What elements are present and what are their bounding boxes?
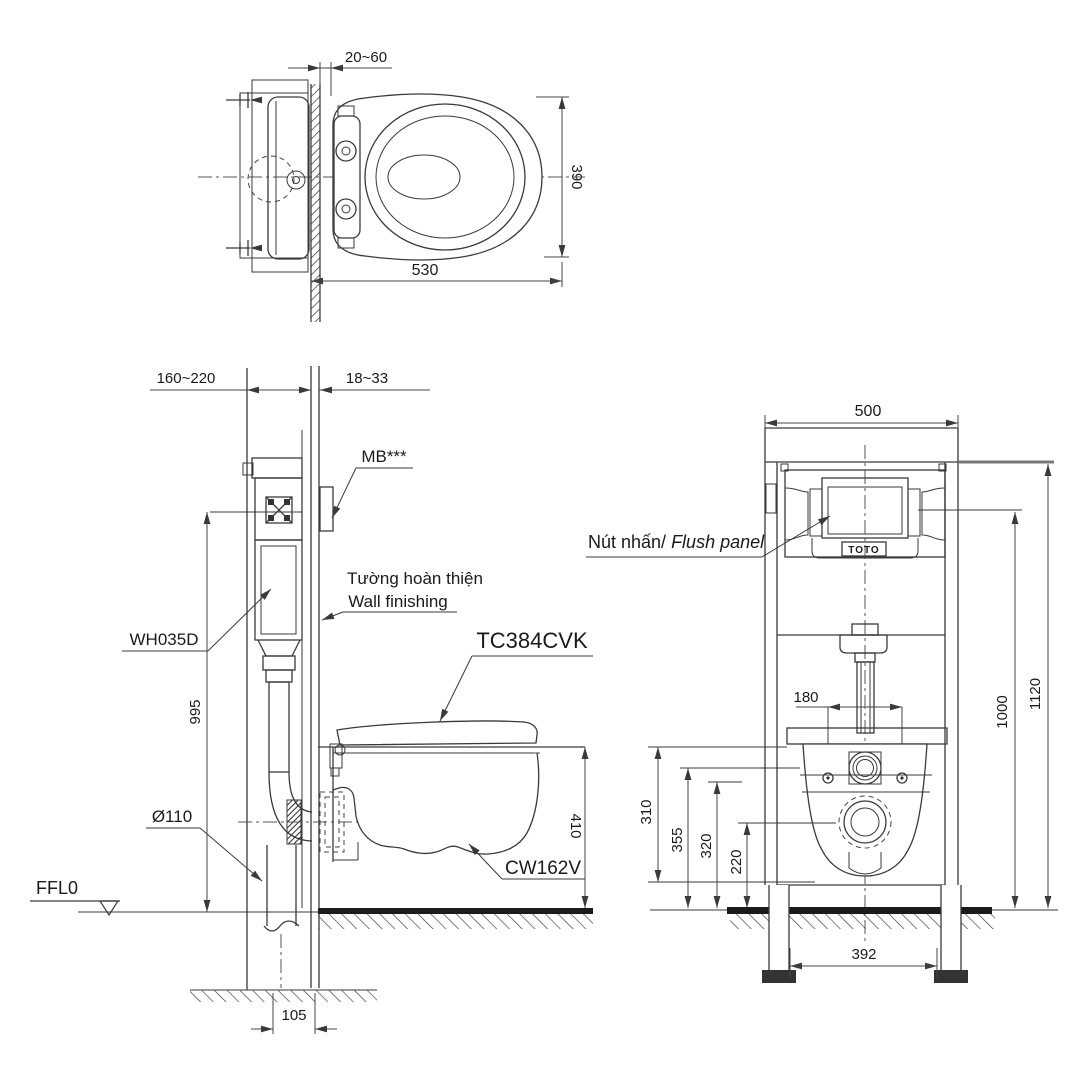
svg-text:TC384CVK: TC384CVK: [476, 628, 588, 653]
svg-text:1120: 1120: [1027, 678, 1044, 710]
seat-hinge-bolt-icon: [335, 140, 357, 162]
dim-top-seat-depth: 530: [310, 262, 563, 322]
svg-text:392: 392: [851, 946, 876, 963]
flush-pipe-inlet-icon: [848, 751, 882, 785]
dim-top-wall-gap: 20~60: [288, 49, 392, 96]
floor-side-view: [318, 908, 593, 929]
seat-hinge-bolt-icon: [335, 198, 357, 220]
frame-foot: [762, 970, 796, 983]
dim-front-frame-width: 500: [764, 403, 959, 428]
svg-text:310: 310: [638, 799, 655, 824]
dim-top-seat-width: 390: [536, 96, 585, 258]
label-cistern-model: WH035D: [122, 588, 272, 652]
mounting-box: [319, 486, 334, 532]
dim-front-panel-height: 1000: [918, 509, 1022, 908]
svg-text:1000: 1000: [994, 695, 1011, 728]
svg-text:530: 530: [412, 262, 439, 279]
svg-text:FFL0: FFL0: [36, 878, 78, 898]
svg-text:Ø110: Ø110: [152, 807, 192, 826]
fixing-bolt-icon: [822, 772, 834, 784]
top-view: 20~60 390 530: [198, 49, 585, 322]
anchor-bolt-icon: [226, 92, 262, 108]
level-marker-icon: [98, 900, 120, 917]
anchor-bolt-icon: [226, 240, 262, 256]
dim-side-frame-depth: 160~220: [150, 370, 311, 394]
svg-text:160~220: 160~220: [157, 370, 216, 387]
svg-text:320: 320: [698, 833, 715, 858]
drain-outlet-icon: [838, 795, 892, 849]
front-view: TOTO Nút nhấn/ Flush panel 500: [586, 403, 1058, 983]
svg-text:Nút nhấn/ Flush panel: Nút nhấn/ Flush panel: [588, 532, 765, 552]
dim-front-outlet-height: 220: [728, 822, 836, 908]
lower-slab: [190, 989, 377, 1002]
floor-front-view: [650, 907, 1058, 929]
dim-front-leg-spacing: 392: [789, 946, 938, 978]
dim-side-finish-thickness: 18~33: [319, 370, 430, 394]
dim-side-inlet-height: 995: [187, 511, 302, 912]
svg-text:WH035D: WH035D: [130, 630, 199, 649]
wall-section-top-view: [310, 84, 321, 322]
svg-text:Wall finishing: Wall finishing: [348, 592, 448, 611]
svg-text:MB***: MB***: [361, 447, 407, 466]
water-inlet-fitting-icon: [265, 496, 293, 524]
dim-front-bolt-height: 320: [698, 781, 742, 908]
concealed-cistern-side-view: [242, 457, 313, 845]
frame-legs: [762, 885, 968, 983]
flush-panel: [821, 477, 909, 539]
svg-text:995: 995: [187, 699, 204, 724]
dim-side-rim-height: 410: [567, 747, 589, 908]
flush-pipe: [268, 681, 290, 773]
bowl-front-view: [786, 727, 948, 877]
svg-text:180: 180: [793, 689, 818, 706]
svg-text:355: 355: [669, 827, 686, 852]
svg-text:105: 105: [281, 1007, 306, 1024]
label-wall-finishing: Tường hoàn thiện Wall finishing: [321, 569, 483, 621]
drain-pipe-below-floor: [263, 845, 300, 988]
label-drain-diameter: Ø110: [146, 807, 263, 882]
label-flush-panel: Nút nhấn/ Flush panel: [586, 515, 831, 558]
frame-foot: [934, 970, 968, 983]
fill-valve-front: [839, 623, 888, 734]
side-view: 160~220 18~33 MB***: [30, 366, 593, 1034]
svg-text:390: 390: [568, 164, 585, 189]
toto-logo: TOTO: [848, 545, 879, 556]
label-floor-level: FFL0: [30, 878, 320, 917]
toilet-top-view: [332, 93, 543, 261]
bowl-side-view: [318, 746, 585, 862]
svg-text:20~60: 20~60: [345, 49, 387, 66]
installation-frame-front: [764, 427, 959, 886]
seat-lid-side-view: [329, 720, 538, 777]
label-seat-model: TC384CVK: [439, 628, 593, 722]
dim-front-frame-height: 1120: [958, 460, 1054, 908]
dim-front-bowl-rear-height: 310: [638, 746, 815, 883]
svg-text:220: 220: [728, 849, 745, 874]
dim-front-rim-height: 355: [669, 767, 800, 908]
fixing-bolt-icon: [896, 772, 908, 784]
flush-panel-assembly: TOTO: [784, 469, 946, 559]
cistern-tank: [254, 539, 303, 641]
concealed-tank-top-view: [226, 79, 310, 273]
svg-text:Tường hoàn thiện: Tường hoàn thiện: [347, 569, 483, 588]
drain-sleeve: [319, 791, 345, 853]
svg-text:CW162V: CW162V: [505, 858, 581, 879]
svg-text:410: 410: [567, 813, 584, 838]
svg-text:18~33: 18~33: [346, 370, 388, 387]
label-mounting-box: MB***: [331, 447, 413, 519]
label-bowl-model: CW162V: [468, 843, 585, 880]
svg-text:500: 500: [855, 403, 882, 420]
dim-side-outlet-offset: 105: [251, 993, 337, 1034]
